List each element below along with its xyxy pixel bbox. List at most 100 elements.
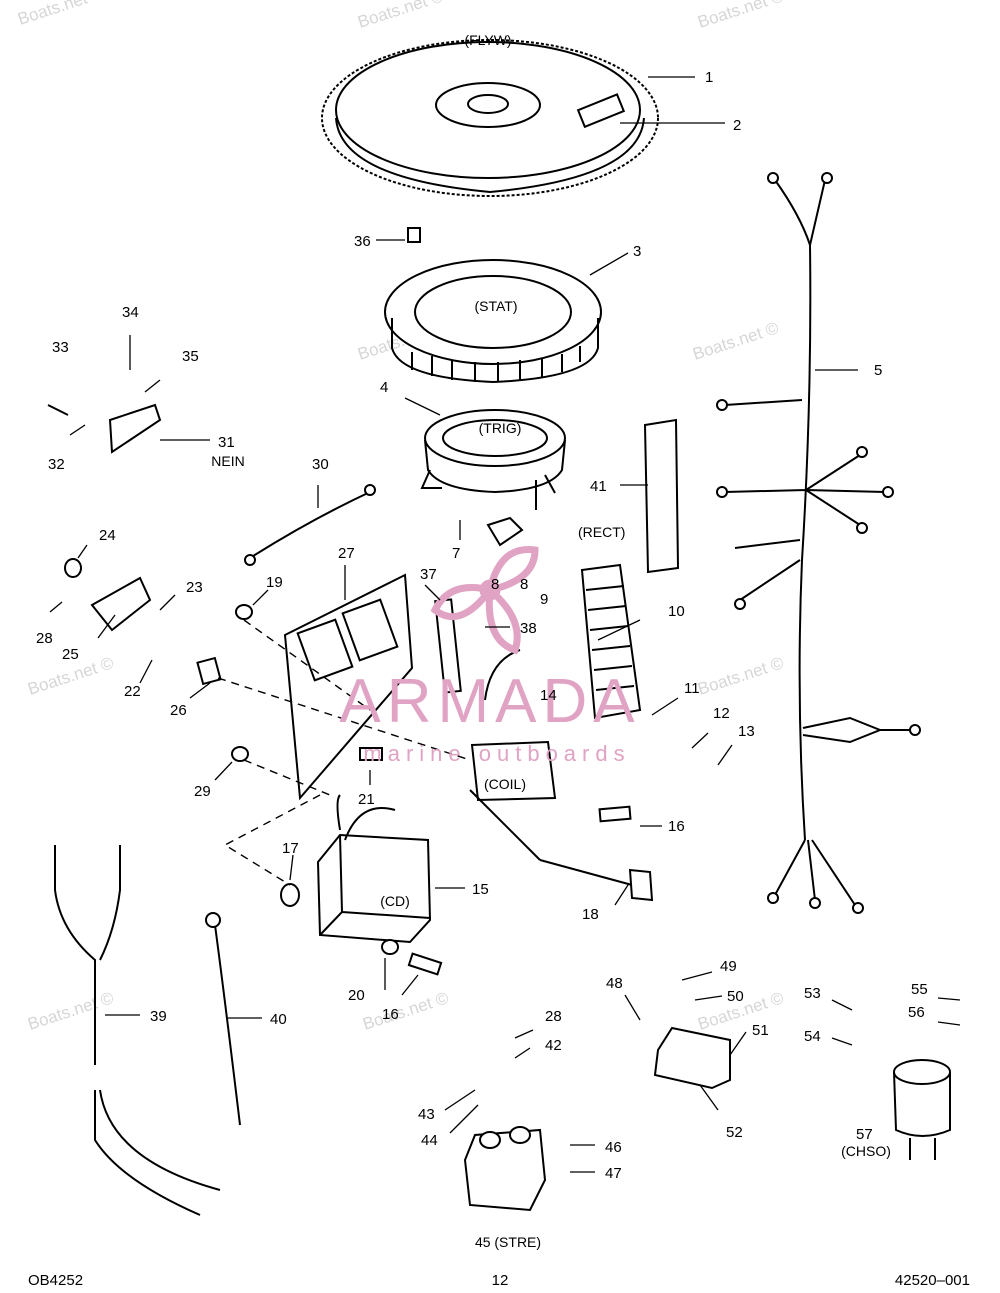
callout-3: 3 <box>633 243 641 260</box>
decal <box>643 418 680 574</box>
callout-22: 22 <box>124 683 141 700</box>
callout-20: 20 <box>348 987 365 1004</box>
tag-cd: (CD) <box>380 893 410 909</box>
watermark-text: Boats.net © <box>15 0 106 29</box>
watermark-text: Boats.net © <box>25 988 116 1034</box>
callout-23: 23 <box>186 579 203 596</box>
rect-terminal <box>486 516 524 547</box>
callout-30: 30 <box>312 456 329 473</box>
footer-center: 12 <box>492 1272 509 1289</box>
callout-2: 2 <box>733 117 741 134</box>
callout-53: 53 <box>804 985 821 1002</box>
callout-15: 15 <box>472 881 489 898</box>
watermark-text: Boats.net © <box>695 653 786 699</box>
starter-solenoid <box>463 1126 547 1212</box>
callout-46: 46 <box>605 1139 622 1156</box>
dashed-lines <box>217 619 471 886</box>
callout-56: 56 <box>908 1004 925 1021</box>
callout-36: 36 <box>354 233 371 250</box>
choke-solenoid <box>893 1059 951 1160</box>
callout-43: 43 <box>418 1106 435 1123</box>
trigger <box>420 409 566 510</box>
callout-52: 52 <box>726 1124 743 1141</box>
callout-49: 49 <box>720 958 737 975</box>
callout-31: 31 <box>218 434 235 451</box>
tag-stat: (STAT) <box>474 298 517 314</box>
callout-4: 4 <box>380 379 388 396</box>
callout-21: 21 <box>358 791 375 808</box>
callout-18: 18 <box>582 906 599 923</box>
callout-37: 37 <box>420 566 437 583</box>
watermark-text: Boats.net © <box>690 318 781 364</box>
callout-26: 26 <box>170 702 187 719</box>
callout-40: 40 <box>270 1011 287 1028</box>
callout-34: 34 <box>122 304 139 321</box>
tag-nein: NEIN <box>211 453 244 469</box>
callout-48: 48 <box>606 975 623 992</box>
callout-54: 54 <box>804 1028 821 1045</box>
callout-5: 5 <box>874 362 882 379</box>
callout-8b: 8 <box>520 576 528 593</box>
callout-13: 13 <box>738 723 755 740</box>
watermark-text: Boats.net © <box>360 988 451 1034</box>
tag-chso: (CHSO) <box>841 1143 891 1159</box>
footer: OB4252 12 42520–001 <box>28 1272 970 1289</box>
callout-39: 39 <box>150 1008 167 1025</box>
flywheel <box>321 39 659 197</box>
wiring-harness <box>716 172 921 914</box>
part-tags: (FLYW) (STAT) (TRIG) (RECT) (COIL) (CD) … <box>211 32 891 1250</box>
callout-numbers: 1 2 3 4 5 7 8 8 9 10 11 12 13 14 15 16 1… <box>36 69 928 1182</box>
callout-8a: 8 <box>491 576 499 593</box>
callout-16b: 16 <box>382 1006 399 1023</box>
callout-25: 25 <box>62 646 79 663</box>
watermark-text: Boats.net © <box>695 0 786 32</box>
battery-cables <box>54 845 241 1216</box>
small-parts <box>47 403 632 976</box>
callout-44: 44 <box>421 1132 438 1149</box>
callout-28b: 28 <box>545 1008 562 1025</box>
voltage-regulator <box>653 1026 731 1090</box>
callout-32: 32 <box>48 456 65 473</box>
callout-1: 1 <box>705 69 713 86</box>
callout-9: 9 <box>540 591 548 608</box>
armada-logo: ARMADA marine outboards <box>339 546 640 766</box>
tag-rect: (RECT) <box>578 524 625 540</box>
callout-47: 47 <box>605 1165 622 1182</box>
callout-51: 51 <box>752 1022 769 1039</box>
propeller-logo <box>430 546 539 655</box>
callout-57: 57 <box>856 1126 873 1143</box>
callout-11: 11 <box>684 680 700 697</box>
callout-35: 35 <box>182 348 199 365</box>
callout-14: 14 <box>540 687 557 704</box>
callout-42: 42 <box>545 1037 562 1054</box>
callout-29: 29 <box>194 783 211 800</box>
watermark-text: Boats.net © <box>355 0 446 32</box>
leader-lines <box>49 76 961 1173</box>
rectifier <box>580 563 642 720</box>
callout-28a: 28 <box>36 630 53 647</box>
callout-41: 41 <box>590 478 607 495</box>
callout-33: 33 <box>52 339 69 356</box>
mounting-plate <box>283 573 414 801</box>
callout-38: 38 <box>520 620 537 637</box>
footer-left: OB4252 <box>28 1272 83 1289</box>
tag-stre: 45 (STRE) <box>475 1234 541 1250</box>
callout-55: 55 <box>911 981 928 998</box>
tag-flyw: (FLYW) <box>464 32 511 48</box>
tag-trig: (TRIG) <box>479 420 522 436</box>
callout-7: 7 <box>452 545 460 562</box>
callout-16a: 16 <box>668 818 685 835</box>
callout-12: 12 <box>713 705 730 722</box>
callout-10: 10 <box>668 603 685 620</box>
callout-24: 24 <box>99 527 116 544</box>
tag-coil: (COIL) <box>484 776 526 792</box>
stator <box>384 227 602 384</box>
logo-name: ARMADA <box>339 667 640 736</box>
callout-27: 27 <box>338 545 355 562</box>
callout-19: 19 <box>266 574 283 591</box>
logo-tagline: marine outboards <box>363 741 630 766</box>
callout-50: 50 <box>727 988 744 1005</box>
footer-right: 42520–001 <box>895 1272 970 1289</box>
callout-17: 17 <box>282 840 299 857</box>
